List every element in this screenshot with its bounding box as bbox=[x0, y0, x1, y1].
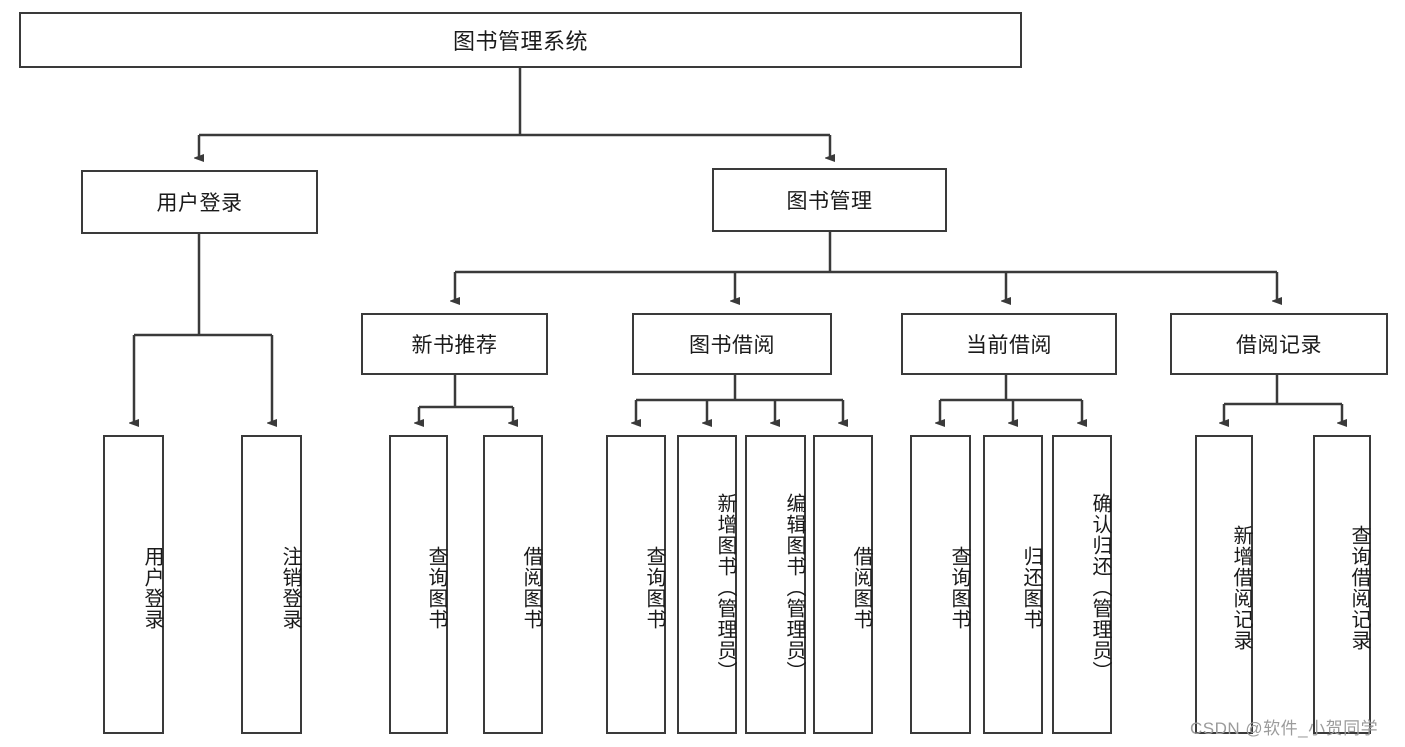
node-label: 归还图书 bbox=[1020, 545, 1042, 630]
node-borrow-record[interactable]: 借阅记录 bbox=[1170, 313, 1388, 375]
node-label: 注销登录 bbox=[279, 545, 301, 630]
node-label: 新书推荐 bbox=[411, 334, 498, 357]
node-label: 查询图书 bbox=[948, 545, 970, 630]
node-book-manage[interactable]: 图书管理 bbox=[712, 168, 947, 232]
node-new-book-recommend[interactable]: 新书推荐 bbox=[361, 313, 548, 375]
node-label: 新增图书（管理员） bbox=[714, 493, 736, 682]
node-label: 当前借阅 bbox=[966, 334, 1052, 357]
node-label: 用户登录 bbox=[156, 192, 243, 215]
node-leaf-add-record[interactable]: 新增借阅记录 bbox=[1195, 435, 1253, 734]
node-label: 编辑图书（管理员） bbox=[783, 493, 805, 682]
node-leaf-query-book-2[interactable]: 查询图书 bbox=[606, 435, 666, 734]
node-leaf-borrow-book-1[interactable]: 借阅图书 bbox=[483, 435, 543, 734]
node-label: 查询借阅记录 bbox=[1348, 524, 1370, 651]
node-leaf-query-book-1[interactable]: 查询图书 bbox=[389, 435, 448, 734]
node-label: 图书借阅 bbox=[689, 334, 775, 357]
node-leaf-query-record[interactable]: 查询借阅记录 bbox=[1313, 435, 1371, 734]
node-label: 图书管理系统 bbox=[452, 29, 588, 54]
node-label: 查询图书 bbox=[643, 545, 665, 630]
node-leaf-return-book[interactable]: 归还图书 bbox=[983, 435, 1043, 734]
node-label: 用户登录 bbox=[141, 545, 163, 630]
node-label: 新增借阅记录 bbox=[1230, 524, 1252, 651]
node-label: 借阅图书 bbox=[850, 545, 872, 630]
node-leaf-user-login[interactable]: 用户登录 bbox=[103, 435, 164, 734]
watermark-text: CSDN @软件_小贺同学 bbox=[1190, 719, 1379, 738]
node-leaf-query-book-3[interactable]: 查询图书 bbox=[910, 435, 971, 734]
node-user-login[interactable]: 用户登录 bbox=[81, 170, 318, 234]
node-label: 借阅记录 bbox=[1236, 334, 1322, 357]
node-current-borrow[interactable]: 当前借阅 bbox=[901, 313, 1117, 375]
node-label: 查询图书 bbox=[425, 545, 447, 630]
node-leaf-add-book[interactable]: 新增图书（管理员） bbox=[677, 435, 737, 734]
node-label: 图书管理 bbox=[786, 190, 873, 213]
node-leaf-confirm-return[interactable]: 确认归还（管理员） bbox=[1052, 435, 1112, 734]
node-leaf-borrow-book-2[interactable]: 借阅图书 bbox=[813, 435, 873, 734]
node-leaf-edit-book[interactable]: 编辑图书（管理员） bbox=[745, 435, 806, 734]
node-label: 借阅图书 bbox=[520, 545, 542, 630]
node-leaf-logout-login[interactable]: 注销登录 bbox=[241, 435, 302, 734]
node-root-system[interactable]: 图书管理系统 bbox=[19, 12, 1022, 68]
node-book-borrow[interactable]: 图书借阅 bbox=[632, 313, 832, 375]
node-label: 确认归还（管理员） bbox=[1089, 493, 1111, 682]
